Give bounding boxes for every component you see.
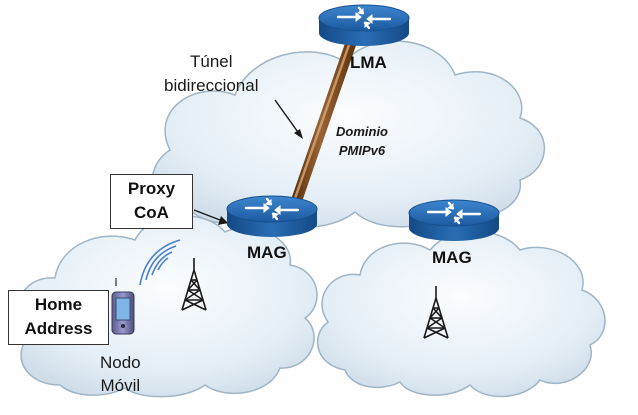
tunnel-pointer-line <box>274 99 301 136</box>
proxy-coa-line2: CoA <box>134 203 169 222</box>
domain-label: Dominio PMIPv6 <box>336 122 388 160</box>
mobile-node-line2: Móvil <box>100 376 141 395</box>
lma-label: LMA <box>350 53 387 72</box>
proxy-coa-line1: Proxy <box>127 179 176 198</box>
mobile-node-line1: Nodo <box>100 353 141 372</box>
home-address-line1: Home <box>34 295 83 314</box>
wireless-signal-icon <box>139 239 181 286</box>
router-icon <box>317 3 411 48</box>
router-icon <box>407 198 501 243</box>
tunnel-label: Túnel bidireccional <box>164 50 259 98</box>
router-icon <box>225 194 319 239</box>
cloud-icon <box>151 40 546 229</box>
cloud-icon <box>16 214 318 398</box>
mag-right-label: MAG <box>432 248 472 267</box>
proxy-coa-box: Proxy CoA <box>110 174 193 229</box>
domain-label-line1: Dominio <box>336 124 388 139</box>
proxy-pointer-line <box>193 209 221 221</box>
home-address-line2: Address <box>24 319 93 338</box>
domain-label-line2: PMIPv6 <box>338 143 386 158</box>
mag-left-label: MAG <box>247 243 287 262</box>
tunnel-label-line1: Túnel <box>189 52 233 71</box>
cloud-icon <box>316 230 606 398</box>
home-address-box: Home Address <box>8 290 109 345</box>
tunnel-label-line2: bidireccional <box>164 76 259 95</box>
mobile-node-label: Nodo Móvil <box>100 351 141 397</box>
mobile-phone-icon <box>111 278 135 335</box>
